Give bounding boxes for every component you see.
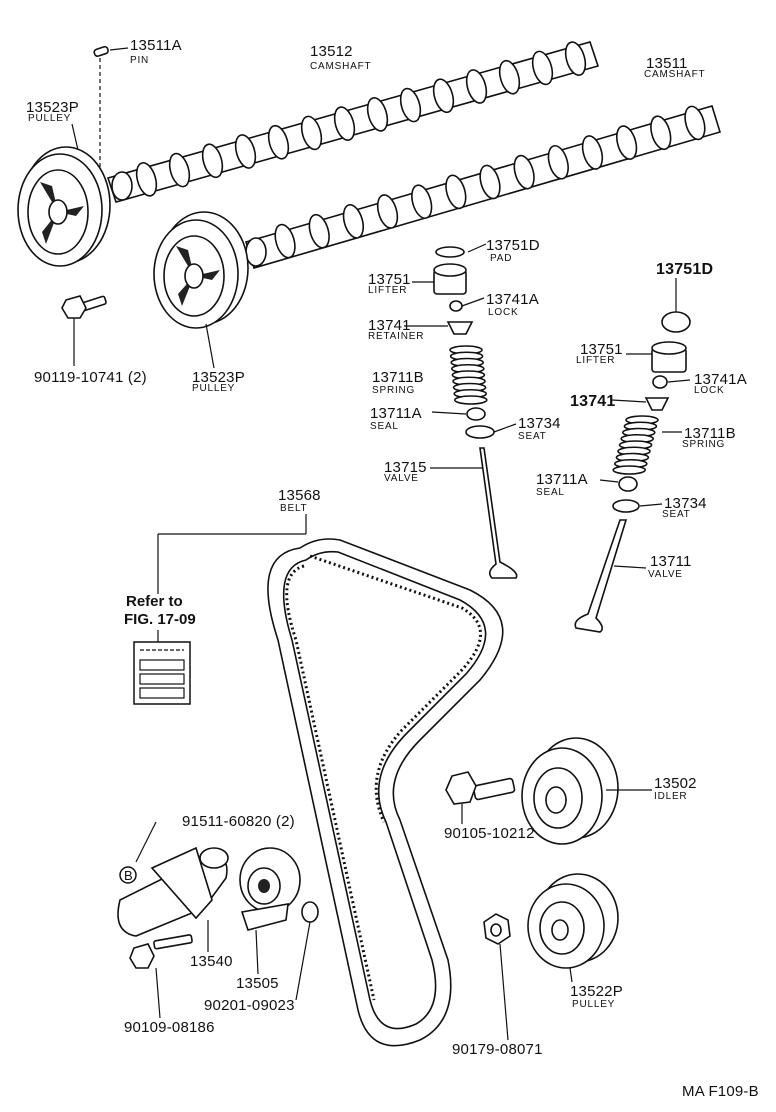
reference-line2: FIG. 17-09	[124, 611, 196, 628]
idler-drawing	[521, 737, 619, 845]
timing-belt-drawing	[267, 538, 504, 1047]
pad-left-name: PAD	[490, 253, 513, 264]
camshaft-exhaust-name: CAMSHAFT	[310, 61, 372, 72]
reference-figure-icon	[133, 641, 191, 705]
valve-assembly-left-drawing	[433, 246, 518, 579]
seal-right-number: 13711A	[536, 471, 588, 488]
bolt-idler-number: 90105-10212	[444, 825, 535, 842]
seal-right-name: SEAL	[536, 487, 565, 498]
pulley-upper-mid-name: PULLEY	[192, 383, 236, 394]
spring-right-name: SPRING	[682, 439, 726, 450]
idler-number: 13502	[654, 775, 697, 792]
pin-name: PIN	[130, 55, 150, 66]
lifter-right-name: LIFTER	[576, 355, 616, 366]
nut-crank-number: 90179-08071	[452, 1041, 543, 1058]
seal-left-name: SEAL	[370, 421, 399, 432]
lifter-right-number: 13751	[580, 341, 623, 358]
reference-line1: Refer to	[126, 593, 183, 610]
camshaft-intake-name: CAMSHAFT	[644, 69, 706, 80]
pulley-upper-left-number: 13523P	[26, 99, 79, 116]
spring-right-number: 13711B	[684, 425, 736, 442]
seat-left-number: 13734	[518, 415, 561, 432]
bolt-tensioner-number: 91511-60820 (2)	[182, 813, 295, 830]
pulley-upper-mid-drawing	[153, 211, 249, 329]
pulley-upper-left-drawing	[17, 146, 111, 267]
pad-right-number: 13751D	[656, 261, 714, 278]
bolt-idler-drawing	[445, 771, 516, 805]
bolt-pulley-drawing	[61, 295, 107, 319]
valve-assembly-right-drawing	[574, 311, 691, 633]
pulley-crank-number: 13522P	[570, 983, 623, 1000]
retainer-left-number: 13741	[368, 317, 411, 334]
pin-number: 13511A	[130, 37, 182, 54]
valve-left-name: VALVE	[384, 473, 419, 484]
lock-right-number: 13741A	[694, 371, 747, 388]
tensioner-number: 13540	[190, 953, 233, 970]
seat-right-number: 13734	[664, 495, 707, 512]
lifter-left-number: 13751	[368, 271, 411, 288]
camshaft-intake-number: 13511	[646, 55, 688, 72]
valve-right-name: VALVE	[648, 569, 683, 580]
washer-number: 90201-09023	[204, 997, 295, 1014]
seal-left-number: 13711A	[370, 405, 422, 422]
idler-name: IDLER	[654, 791, 688, 802]
tensioner-pulley-number: 13505	[236, 975, 279, 992]
pulley-upper-left-name: PULLEY	[28, 113, 72, 124]
spring-left-name: SPRING	[372, 385, 416, 396]
belt-name: BELT	[280, 503, 308, 514]
lifter-left-name: LIFTER	[368, 285, 408, 296]
nut-crank-drawing	[483, 913, 511, 945]
valve-right-number: 13711	[650, 553, 692, 570]
bolt-tag-label: B	[124, 868, 133, 883]
camshaft-exhaust-number: 13512	[310, 43, 353, 60]
pad-left-number: 13751D	[486, 237, 540, 254]
pulley-crank-drawing	[527, 873, 619, 969]
belt-number: 13568	[278, 487, 321, 504]
retainer-right-number: 13741	[570, 393, 616, 410]
tensioner-drawing	[117, 846, 319, 969]
bolt-pulley-number: 90119-10741 (2)	[34, 369, 147, 386]
seat-right-name: SEAT	[662, 509, 691, 520]
camshaft-intake-drawing	[244, 105, 722, 269]
pin-drawing	[93, 45, 109, 57]
valve-left-number: 13715	[384, 459, 427, 476]
spring-left-number: 13711B	[372, 369, 424, 386]
figure-code: MA F109-B	[682, 1083, 759, 1100]
pulley-upper-mid-number: 13523P	[192, 369, 245, 386]
lock-left-name: LOCK	[488, 307, 519, 318]
seat-left-name: SEAT	[518, 431, 547, 442]
retainer-left-name: RETAINER	[368, 331, 425, 342]
lock-left-number: 13741A	[486, 291, 539, 308]
bolt-tag-circle	[119, 866, 137, 884]
lock-right-name: LOCK	[694, 385, 725, 396]
camshaft-exhaust-drawing	[106, 41, 600, 203]
pulley-crank-name: PULLEY	[572, 999, 616, 1010]
bolt-lower-number: 90109-08186	[124, 1019, 215, 1036]
